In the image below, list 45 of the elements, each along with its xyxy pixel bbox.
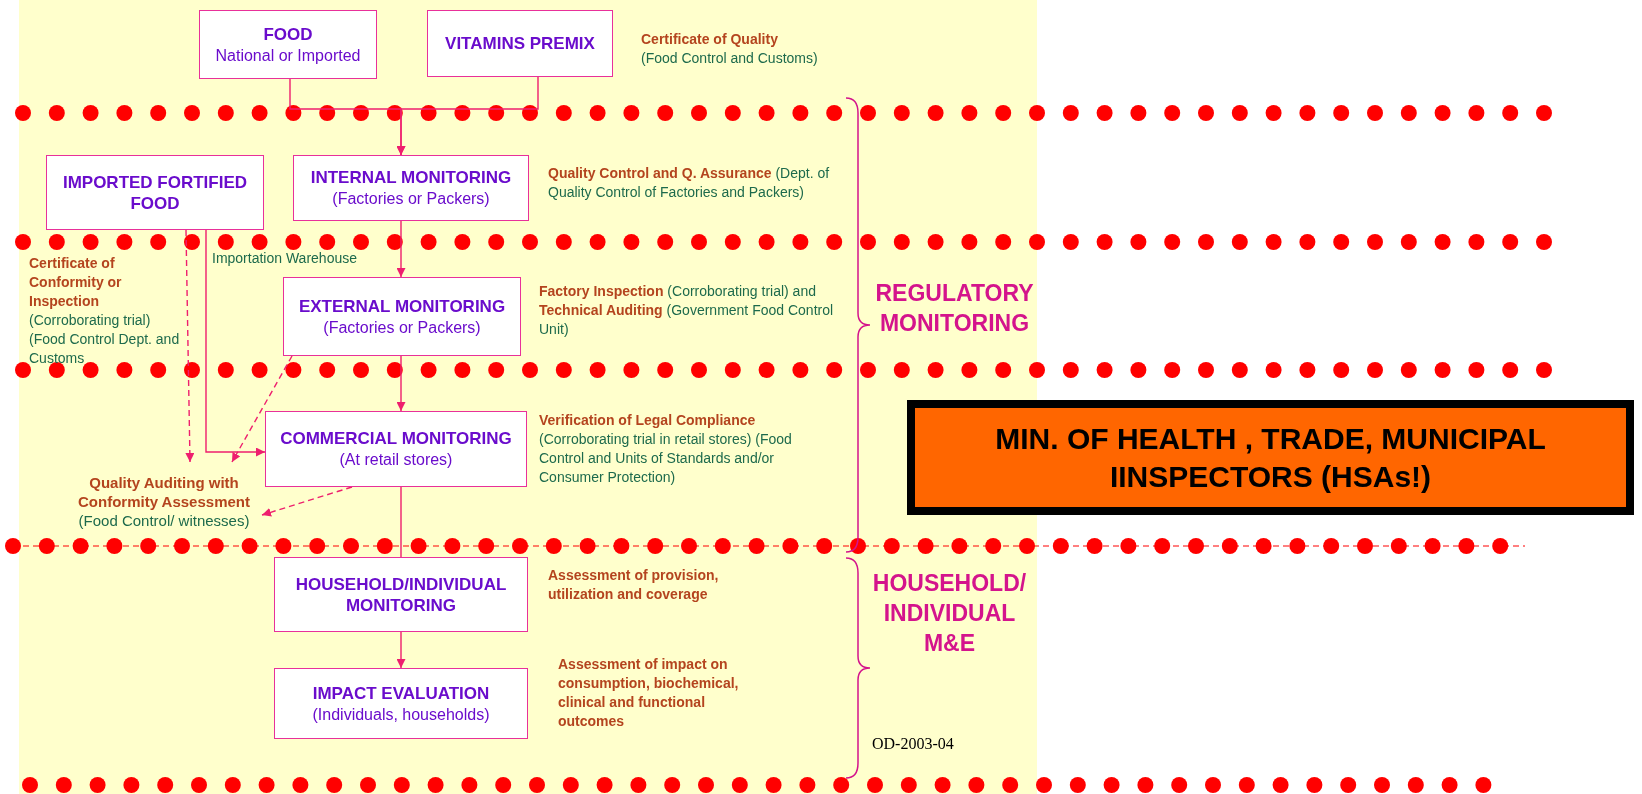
arrow: [396, 631, 406, 669]
note-text: Quality Control and Q. Assurance (Dept. of Quality Control of Factories and Packers): [548, 164, 831, 202]
process-box: [293, 155, 529, 221]
box-subtitle: National or Imported: [215, 45, 361, 66]
node-title: Quality Auditing with Conformity Assessment: [77, 472, 251, 511]
process-box: [46, 155, 264, 230]
figure-code: OD-2003-04: [872, 735, 955, 753]
connector-line: [400, 486, 402, 558]
node-subtitle: (Food Control/ witnesses): [78, 510, 250, 530]
box-subtitle: (Factories or Packers): [323, 317, 481, 338]
box-title: EXTERNAL MONITORING: [298, 295, 506, 317]
arrow: [396, 76, 539, 156]
process-box: [265, 411, 527, 487]
box-title: IMPACT EVALUATION: [312, 682, 490, 704]
dashed-arrow: [231, 355, 293, 463]
note-text: Factory Inspection (Corroborating trial) and Technical Auditing (Government Food Control Unit): [539, 282, 835, 339]
process-box: [274, 557, 528, 632]
box-title: IMPORTED FORTIFIED FOOD: [61, 171, 249, 214]
process-box: [427, 10, 613, 77]
box-title: INTERNAL MONITORING: [310, 167, 512, 188]
arrow: [396, 355, 406, 412]
note-text: Assessment of impact on consumption, biochemical, clinical and functional outcomes: [558, 655, 740, 731]
box-title: COMMERCIAL MONITORING: [280, 428, 512, 449]
note-text: Certificate of Conformity or Inspection (Corroborating trial) (Food Control Dept. and Customs: [29, 254, 181, 368]
section-label: HOUSEHOLD/ INDIVIDUAL M&E: [871, 569, 1028, 658]
box-subtitle: (Factories or Packers): [332, 189, 490, 209]
section-label: REGULATORY MONITORING: [874, 279, 1035, 338]
arrow: [396, 220, 406, 278]
process-box: [283, 277, 521, 356]
box-subtitle: (Individuals, households): [312, 704, 490, 725]
process-box: [199, 10, 377, 79]
note-text: Importation Warehouse: [212, 249, 358, 268]
note-text: Assessment of provision, utilization and coverage: [548, 566, 720, 604]
banner-box: [907, 400, 1634, 515]
arrow: [205, 229, 266, 457]
note-text: Verification of Legal Compliance (Corroborating trial in retail stores) (Food Control and Units of Standards and/or Consumer Protection): [539, 411, 793, 487]
dashed-arrow: [261, 486, 353, 517]
process-box: [274, 668, 528, 739]
box-subtitle: (At retail stores): [339, 450, 453, 470]
banner-text: MIN. OF HEALTH , TRADE, MUNICIPAL IINSPECTORS (HSAs!): [994, 420, 1547, 495]
box-title: VITAMINS PREMIX: [445, 33, 595, 54]
box-title: FOOD: [263, 23, 313, 45]
dashed-arrow: [185, 229, 195, 463]
note-text: Certificate of Quality (Food Control and Customs): [641, 30, 819, 68]
box-title: HOUSEHOLD/INDIVIDUAL MONITORING: [294, 573, 508, 616]
